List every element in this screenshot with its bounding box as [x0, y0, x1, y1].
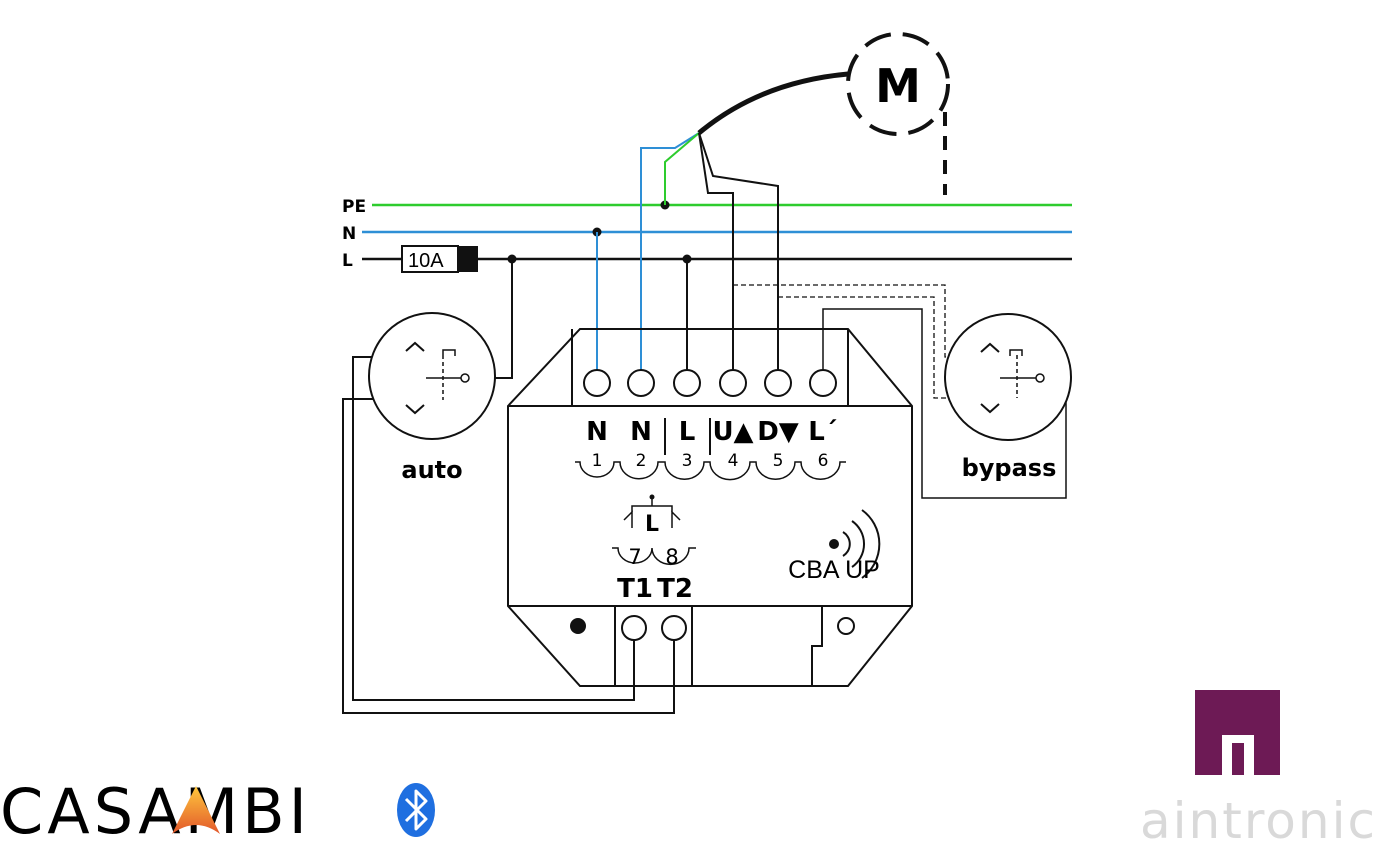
input-number-7: 7 — [628, 545, 641, 569]
input-number-8: 8 — [665, 545, 678, 569]
terminal-name-1: N — [586, 417, 608, 447]
terminal-number-5: 5 — [773, 451, 784, 471]
bypass-switch-down-arrow — [980, 403, 1000, 414]
terminal-screws — [583, 369, 837, 397]
bypass-label: bypass — [962, 454, 1057, 482]
terminal-name-3: L — [679, 417, 696, 447]
n-label: N — [342, 224, 356, 244]
input-switch-symbol: L — [623, 494, 681, 537]
terminal-name-4: U▲ — [712, 417, 753, 447]
casambi-a-shape — [172, 786, 220, 834]
aintronic-wordmark: aintronic — [1140, 792, 1377, 850]
motor-label: M — [875, 59, 921, 113]
terminal-screw-5 — [764, 369, 792, 397]
input-name-t2: T2 — [657, 574, 693, 604]
bypass-switch-circle — [944, 313, 1072, 441]
aintronic-mark-top — [1222, 735, 1254, 743]
fuse-cap — [458, 246, 478, 272]
l-label: L — [342, 251, 353, 271]
bypass-switch-lever — [1009, 349, 1023, 356]
radio-wave-2 — [851, 520, 865, 568]
terminal-screw-6 — [809, 369, 837, 397]
terminal-name-5: D▼ — [757, 417, 799, 447]
wire-down-motor — [698, 132, 779, 382]
bluetooth-icon — [397, 783, 435, 837]
input-symbol-dot — [649, 494, 655, 500]
wire-pe-motor — [664, 132, 700, 205]
input-symbol-left — [623, 510, 633, 528]
fuse-label: 10A — [408, 250, 444, 272]
auto-switch-up-arrow — [405, 341, 425, 352]
casambi-a-text: A — [0, 0, 1, 1]
radio-wave-3 — [861, 509, 881, 579]
button-circle — [837, 617, 855, 635]
terminal-number-2: 2 — [636, 451, 647, 471]
radio-wave-1 — [842, 531, 851, 557]
led-dot — [570, 618, 586, 634]
input-name-t1: T1 — [617, 574, 653, 604]
input-symbol-right — [671, 510, 681, 528]
aintronic-mark-bar-2 — [1244, 735, 1254, 775]
aintronic-logo: aintronic — [1140, 690, 1377, 850]
input-screw-t1 — [621, 615, 647, 641]
terminal-number-arcs — [575, 461, 846, 481]
radio-dot — [829, 539, 839, 549]
input-number-arcs — [612, 547, 696, 566]
motor-cable — [697, 71, 849, 135]
terminal-number-1: 1 — [592, 451, 603, 471]
bypass-switch-pivot — [1035, 373, 1045, 383]
terminal-screw-1 — [583, 369, 611, 397]
auto-switch-lever — [442, 349, 456, 356]
casambi-wordmark: CASAMBI — [0, 775, 311, 848]
pe-label: PE — [342, 197, 366, 217]
terminal-screw-3 — [673, 369, 701, 397]
auto-switch-pivot — [460, 373, 470, 383]
device-name: CBA UP — [788, 556, 880, 584]
terminal-name-6: L´ — [808, 417, 838, 447]
terminal-name-2: N — [630, 417, 652, 447]
auto-label: auto — [401, 456, 462, 484]
wire-n-motor — [640, 132, 700, 382]
bypass-switch-up-arrow — [980, 342, 1000, 353]
terminal-screw-4 — [719, 369, 747, 397]
wire-bypass-up-dashed — [733, 284, 982, 358]
fuse-body — [401, 245, 459, 273]
input-symbol-bracket — [631, 505, 673, 512]
terminal-number-4: 4 — [728, 451, 739, 471]
wire-up-motor — [698, 132, 734, 382]
aintronic-square — [1195, 690, 1280, 775]
auto-switch-circle — [368, 312, 496, 440]
motor-circle — [846, 32, 950, 136]
auto-switch-down-arrow — [405, 404, 425, 415]
bypass-switch — [944, 313, 1072, 441]
input-symbol-label: L — [645, 512, 659, 537]
module-notch — [811, 606, 823, 686]
terminal-number-3: 3 — [682, 451, 693, 471]
aintronic-mark-bar-1 — [1222, 735, 1232, 775]
casambi-logo: CASAMBI A — [0, 0, 435, 848]
auto-switch — [368, 312, 496, 440]
terminal-number-6: 6 — [818, 451, 829, 471]
input-screw-t2 — [661, 615, 687, 641]
terminal-screw-2 — [627, 369, 655, 397]
